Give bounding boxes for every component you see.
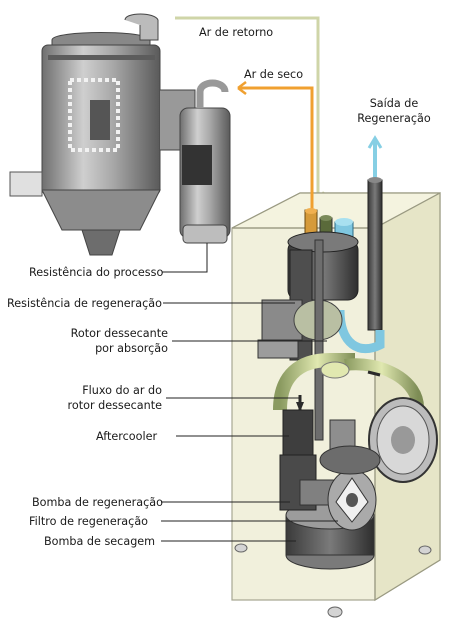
- label-regen-exit-line-1: Saída de: [369, 97, 419, 110]
- hopper-tank: [9, 13, 196, 256]
- label-desiccant-rotor: Rotor dessecante por absorção: [40, 326, 168, 356]
- central-mechanism: [257, 231, 424, 441]
- label-dry-air: Ar de seco: [244, 68, 304, 81]
- label-desiccant-rotor-line-1: Rotor dessecante: [70, 327, 168, 340]
- label-rotor-airflow-line-2: rotor dessecante: [67, 399, 162, 412]
- process-heater-canister: [179, 79, 231, 244]
- label-return-air: Ar de retorno: [199, 26, 274, 39]
- label-drying-pump: Bomba de secagem: [44, 535, 156, 548]
- label-process-heater: Resistência do processo: [29, 266, 164, 279]
- label-rotor-airflow-line-1: Fluxo do ar do: [82, 384, 162, 397]
- label-regen-heater: Resistência de regeneração: [7, 297, 162, 310]
- leader-lines: [161, 243, 338, 542]
- label-regen-exit-line-2: Regeneração: [357, 112, 431, 125]
- label-regen-pump: Bomba de regeneração: [32, 496, 163, 509]
- label-regen-filter: Filtro de regeneração: [29, 515, 149, 528]
- cabinet-feet: [234, 543, 432, 618]
- label-aftercooler: Aftercooler: [96, 430, 158, 443]
- dry-air-line: [237, 81, 314, 215]
- label-desiccant-rotor-line-2: por absorção: [95, 342, 168, 355]
- regen-fan: [368, 397, 438, 483]
- label-regen-exit: Saída de Regeneração: [354, 96, 434, 126]
- label-rotor-airflow: Fluxo do ar do rotor dessecante: [40, 383, 162, 413]
- pump-assembly: [279, 445, 381, 570]
